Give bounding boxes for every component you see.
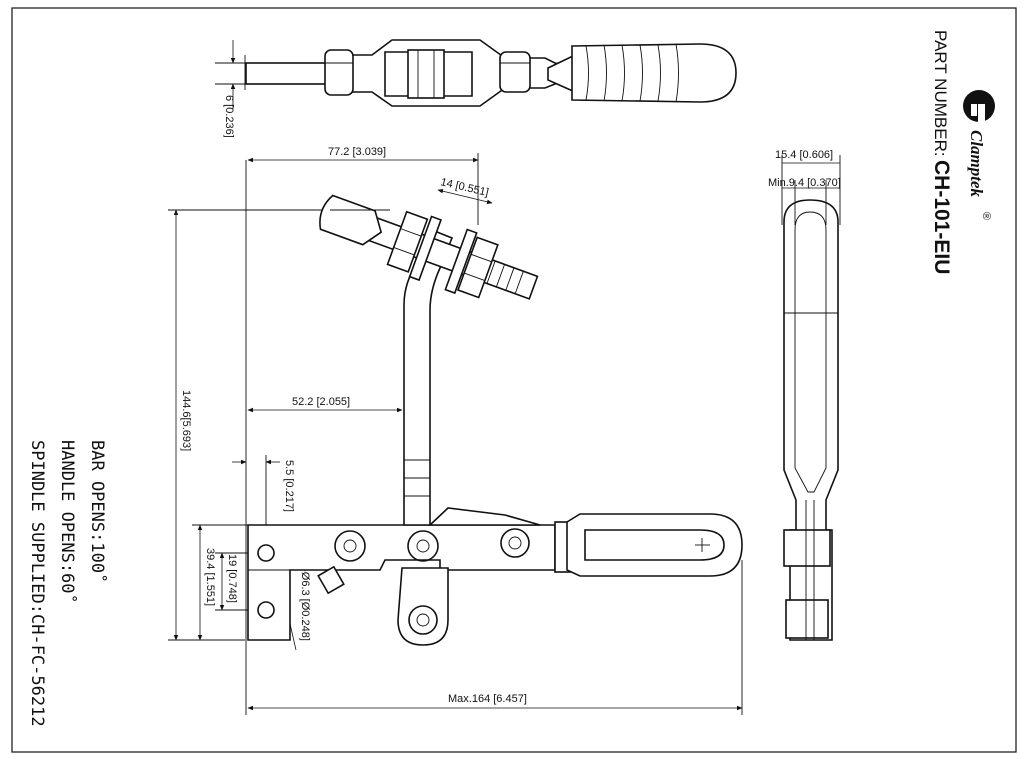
base-height-label: 39.4 [1.551] bbox=[204, 548, 216, 606]
base-gap-label: 5.5 [0.217] bbox=[283, 460, 295, 512]
height-total-label: 144.6[5.693] bbox=[180, 390, 192, 451]
hole-pitch-label: 19 [0.748] bbox=[226, 554, 238, 603]
note-bar-opens: BAR OPENS:100˚ bbox=[87, 440, 108, 583]
angle14-label: 14 [0.551] bbox=[439, 176, 489, 199]
side-width-label: 15.4 [0.606] bbox=[775, 149, 833, 161]
note-spindle: SPINDLE SUPPLIED:CH-FC-56212 bbox=[27, 440, 47, 727]
brand-name: Clamptek bbox=[967, 130, 986, 198]
part-number-value: CH-101-EIU bbox=[930, 160, 953, 274]
title-block: PART NUMBER: CH-101-EIU bbox=[930, 30, 953, 274]
arm-mid-label: 52.2 [2.055] bbox=[292, 396, 350, 408]
holes-label: 2-Ø6.3 [Ø0.248] bbox=[299, 562, 311, 641]
slot-width-label: Min.9.4 [0.370] bbox=[768, 177, 841, 189]
brand-reg: ® bbox=[980, 212, 992, 220]
top-view: 6 [0.236] bbox=[215, 39, 737, 138]
note-handle-opens: HANDLE OPENS:60˚ bbox=[57, 440, 78, 604]
overall-length-label: Max.164 [6.457] bbox=[448, 693, 527, 705]
part-number-label: PART NUMBER: bbox=[931, 30, 950, 157]
side-view: 15.4 [0.606] Min.9.4 [0.370] bbox=[768, 149, 841, 641]
brand-logo: Clamptek ® bbox=[963, 90, 995, 220]
drawing-frame bbox=[11, 7, 1017, 753]
top-width-label: 77.2 [3.039] bbox=[328, 146, 386, 158]
thickness-label: 6 [0.236] bbox=[223, 95, 235, 138]
front-view: 77.2 [3.039] 14 [0.551] 144.6[5.693] 52.… bbox=[168, 146, 743, 715]
